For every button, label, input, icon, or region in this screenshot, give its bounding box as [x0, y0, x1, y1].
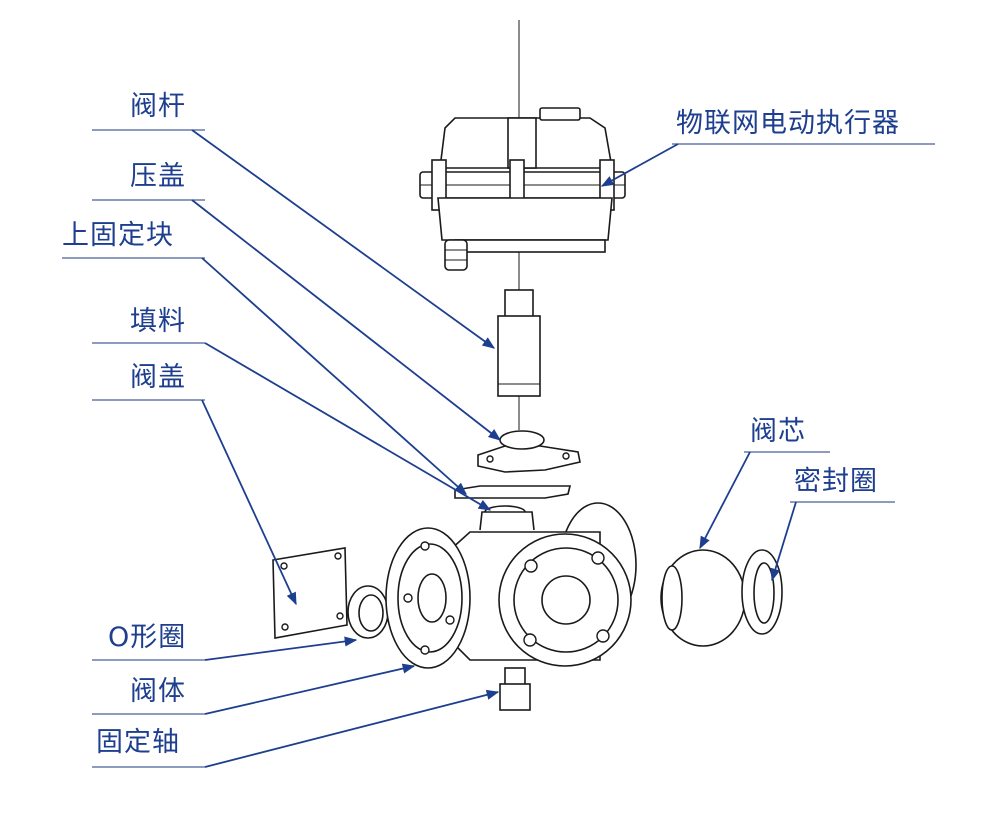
o-ring-drawing [347, 585, 389, 639]
leader-valve-cover [201, 399, 297, 606]
valve-core-drawing [660, 549, 746, 647]
fixed-shaft-drawing [499, 667, 531, 711]
leader-valve-core [699, 451, 751, 550]
leader-valve-body [204, 663, 416, 715]
seal-ring-drawing [741, 549, 783, 635]
label-gland: 压盖 [130, 161, 186, 192]
leader-upper-fixing-block [201, 257, 467, 495]
actuator-drawing [419, 107, 626, 271]
label-valve-cover: 阀盖 [130, 362, 186, 393]
leader-fixed-shaft [204, 689, 500, 768]
label-fixed-shaft: 固定轴 [96, 727, 180, 758]
label-upper-fixing-block: 上固定块 [62, 220, 174, 251]
label-valve-stem: 阀杆 [130, 91, 186, 122]
gland-drawing [477, 430, 581, 473]
leader-seal-ring [770, 501, 797, 582]
leader-packing [204, 342, 492, 511]
label-valve-core: 阀芯 [750, 416, 806, 447]
valve-body-drawing [385, 502, 637, 669]
label-packing: 填料 [130, 306, 186, 337]
valve-cover-drawing [272, 547, 348, 639]
label-o-ring: O形圈 [108, 622, 186, 653]
leader-o-ring [204, 636, 358, 661]
label-valve-body: 阀体 [130, 676, 186, 707]
label-iot-actuator: 物联网电动执行器 [676, 108, 900, 139]
leader-valve-stem [191, 129, 496, 349]
leader-iot-actuator [600, 143, 679, 187]
label-seal-ring: 密封圈 [794, 466, 878, 497]
leader-gland [191, 199, 501, 441]
valve-stem-drawing [497, 289, 541, 397]
